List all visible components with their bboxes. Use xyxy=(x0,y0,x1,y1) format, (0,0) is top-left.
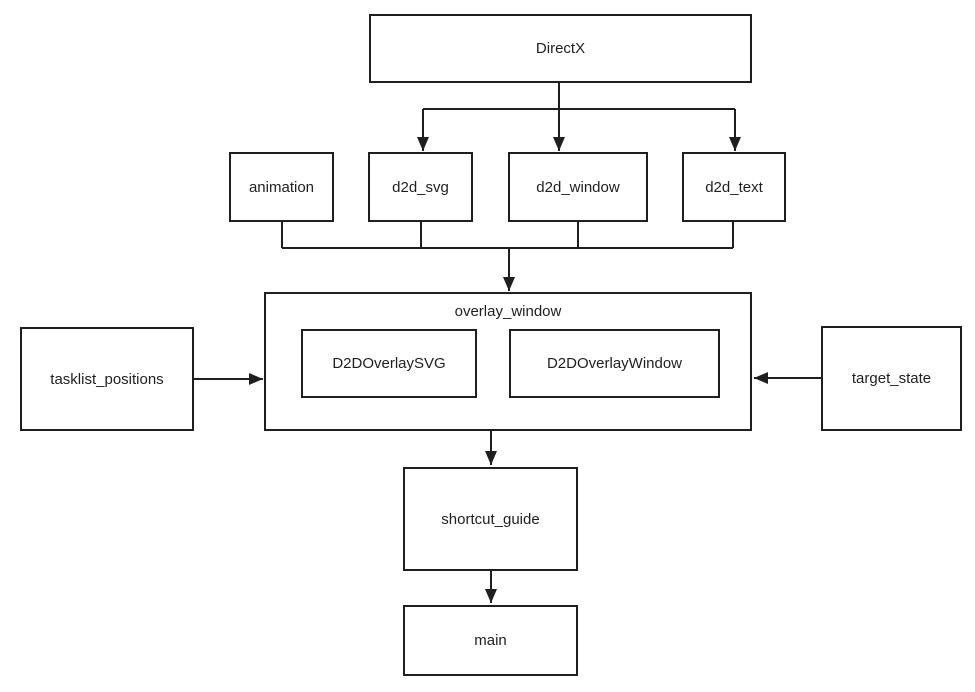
node-shortcut-guide-label: shortcut_guide xyxy=(441,510,540,528)
node-d2d-overlay-window-label: D2DOverlayWindow xyxy=(546,355,683,372)
node-d2d-window-label: d2d_window xyxy=(536,178,620,196)
node-tasklist-positions: tasklist_positions xyxy=(20,327,194,431)
node-main: main xyxy=(403,605,578,676)
node-overlay-window-label: overlay_window xyxy=(454,303,562,320)
node-animation: animation xyxy=(229,152,334,222)
node-d2d-window: d2d_window xyxy=(508,152,648,222)
node-overlay-window: overlay_window D2DOverlaySVG D2DOverlayW… xyxy=(264,292,752,431)
edge-merge-junction xyxy=(281,222,734,249)
node-target-state: target_state xyxy=(821,326,962,431)
edge-directx-trunk xyxy=(423,83,735,110)
node-d2d-overlay-svg-label: D2DOverlaySVG xyxy=(332,355,446,372)
node-directx: DirectX xyxy=(369,14,752,83)
node-d2d-svg-label: d2d_svg xyxy=(392,178,449,196)
node-shortcut-guide: shortcut_guide xyxy=(403,467,578,571)
node-target-state-label: target_state xyxy=(851,370,932,387)
node-directx-label: DirectX xyxy=(535,40,586,57)
node-d2d-text: d2d_text xyxy=(682,152,786,222)
node-d2d-overlay-svg: D2DOverlaySVG xyxy=(301,329,477,398)
node-tasklist-positions-label: tasklist_positions xyxy=(50,370,164,388)
node-d2d-overlay-window: D2DOverlayWindow xyxy=(509,329,720,398)
node-main-label: main xyxy=(474,632,507,649)
node-animation-label: animation xyxy=(248,178,315,196)
node-d2d-text-label: d2d_text xyxy=(705,178,763,196)
node-d2d-svg: d2d_svg xyxy=(368,152,473,222)
